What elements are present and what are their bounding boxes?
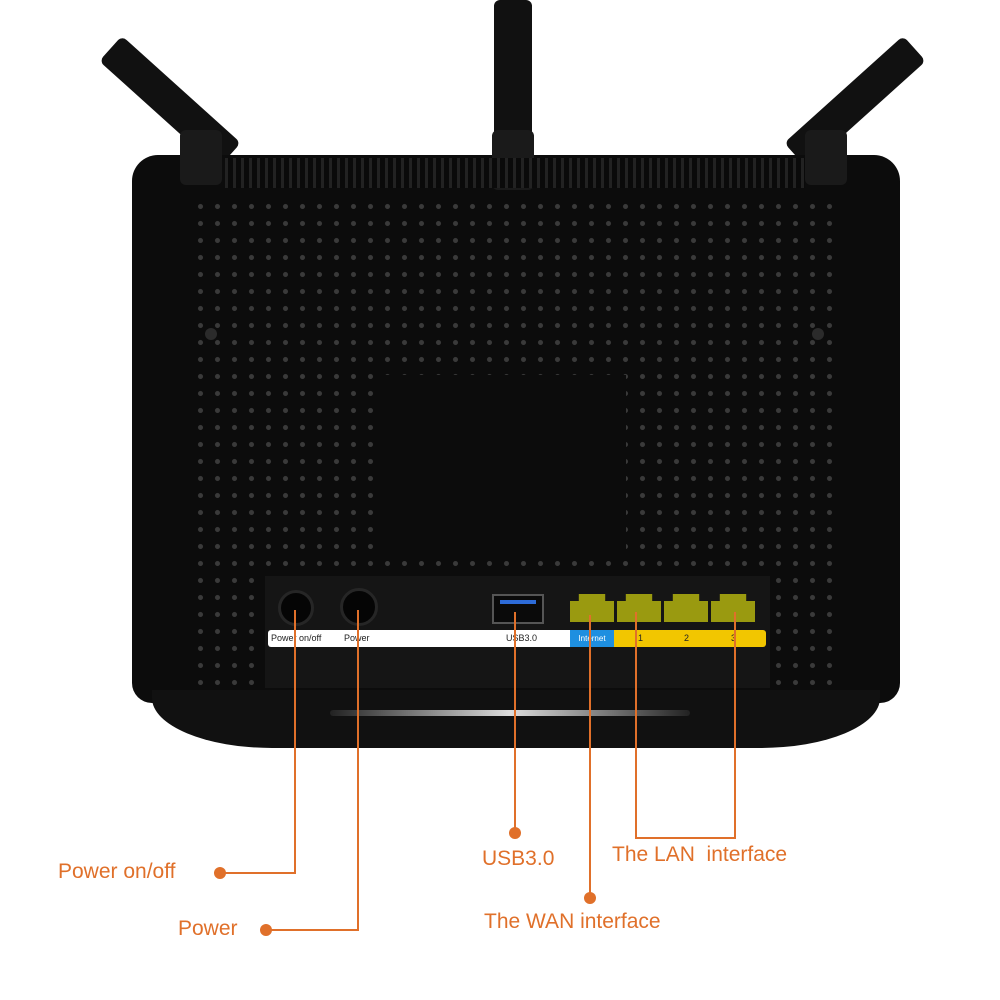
callout-lan: The LAN interface: [612, 843, 788, 866]
base-highlight: [330, 710, 690, 716]
lan-port-label: 2: [684, 633, 690, 643]
callout-line-power: [268, 610, 359, 931]
callout-usb: USB3.0: [482, 847, 555, 870]
top-vent: [225, 158, 805, 188]
callout-dot-power: [260, 924, 272, 936]
screw-left: [205, 328, 217, 340]
callout-wan: The WAN interface: [484, 910, 661, 933]
callout-line-lan: [635, 612, 736, 839]
usb-port[interactable]: [492, 594, 544, 624]
lan-port-label: 1: [638, 633, 644, 643]
label-area: [378, 375, 626, 561]
screw-right: [812, 328, 824, 340]
power-onoff-port-label: Power on/off: [271, 633, 322, 643]
usb-port-label: USB3.0: [506, 633, 538, 643]
callout-power: Power: [178, 917, 238, 940]
antenna-mount-left: [180, 130, 222, 185]
wan-port-label: Internet: [570, 630, 614, 647]
callout-dot-usb: [509, 827, 521, 839]
callout-power-onoff: Power on/off: [58, 860, 176, 883]
callout-dot-power-onoff: [214, 867, 226, 879]
port-label-strip: Power on/off Power USB3.0: [268, 630, 570, 647]
lan-port-label: 3: [731, 633, 737, 643]
antenna-mount-right: [805, 130, 847, 185]
callout-line-power-onoff: [222, 610, 296, 874]
lan-label-strip: 1 2 3: [614, 630, 766, 647]
callout-dot-wan: [584, 892, 596, 904]
power-port-label: Power: [344, 633, 370, 643]
